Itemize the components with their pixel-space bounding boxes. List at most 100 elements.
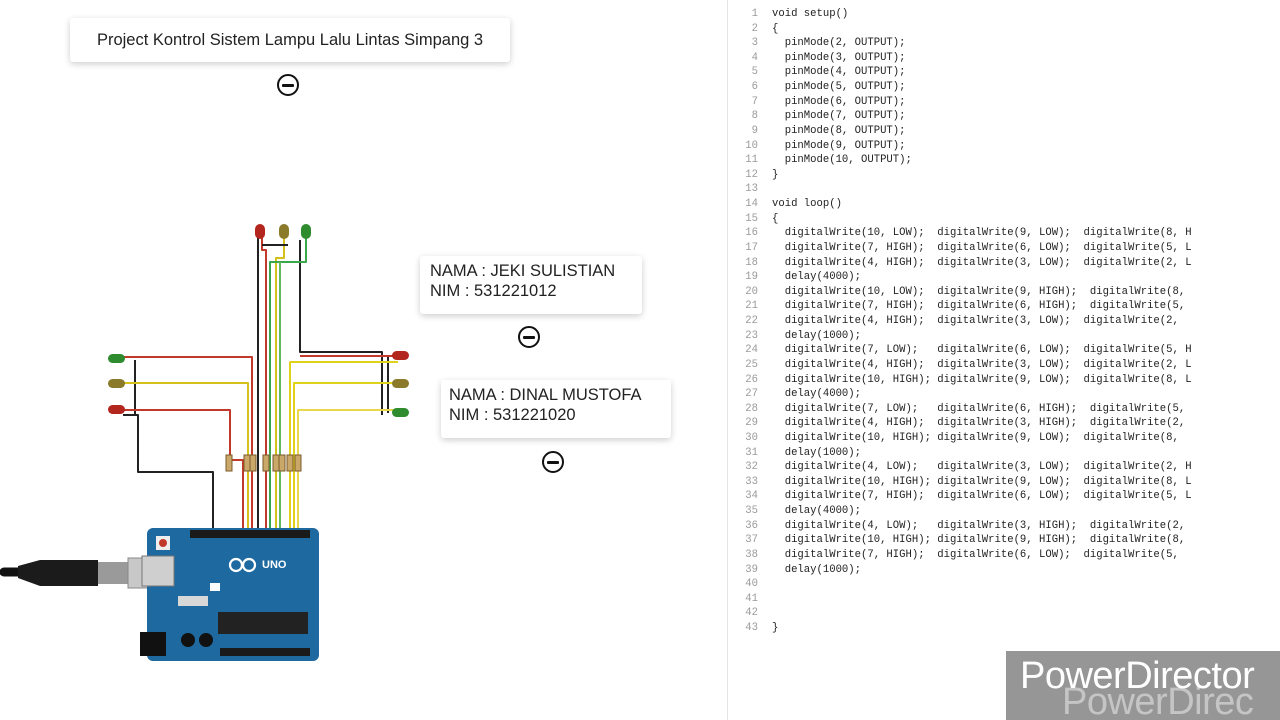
code-line[interactable]: 26 digitalWrite(10, HIGH); digitalWrite(… [728, 374, 1280, 389]
code-line[interactable]: 17 digitalWrite(7, HIGH); digitalWrite(6… [728, 242, 1280, 257]
line-number: 13 [745, 183, 758, 196]
title-note[interactable]: Project Kontrol Sistem Lampu Lalu Lintas… [70, 18, 510, 62]
code-line[interactable]: 36 digitalWrite(4, LOW); digitalWrite(3,… [728, 520, 1280, 535]
led-group-top [255, 224, 311, 239]
wire-yellow-left [123, 382, 249, 530]
code-line[interactable]: 24 digitalWrite(7, LOW); digitalWrite(6,… [728, 344, 1280, 359]
code-line[interactable]: 3 pinMode(2, OUTPUT); [728, 37, 1280, 52]
code-line[interactable]: 30 digitalWrite(10, HIGH); digitalWrite(… [728, 432, 1280, 447]
code-line[interactable]: 19 delay(4000); [728, 271, 1280, 286]
code-line[interactable]: 25 digitalWrite(4, HIGH); digitalWrite(3… [728, 359, 1280, 374]
led-red-right [392, 351, 409, 360]
code-text: digitalWrite(4, HIGH); digitalWrite(3, H… [772, 417, 1186, 430]
circuit-diagram [0, 224, 409, 661]
code-line[interactable]: 22 digitalWrite(4, HIGH); digitalWrite(3… [728, 315, 1280, 330]
line-number: 7 [751, 95, 758, 108]
student-note-1[interactable]: NAMA : JEKI SULISTIAN NIM : 531221012 [420, 256, 642, 314]
code-text: pinMode(9, OUTPUT); [772, 139, 906, 152]
code-text: } [772, 168, 779, 181]
led-red-left [108, 405, 125, 414]
code-line[interactable]: 8 pinMode(7, OUTPUT); [728, 110, 1280, 125]
code-line[interactable]: 31 delay(1000); [728, 447, 1280, 462]
code-line[interactable]: 9 pinMode(8, OUTPUT); [728, 125, 1280, 140]
line-number: 42 [745, 607, 758, 620]
code-text: digitalWrite(10, LOW); digitalWrite(9, L… [772, 227, 1192, 240]
code-line[interactable]: 23 delay(1000); [728, 330, 1280, 345]
code-line[interactable]: 15{ [728, 213, 1280, 228]
code-line[interactable]: 29 digitalWrite(4, HIGH); digitalWrite(3… [728, 417, 1280, 432]
code-line[interactable]: 14 void loop() [728, 198, 1280, 213]
student-name: NAMA : DINAL MUSTOFA [449, 386, 642, 404]
line-number: 32 [745, 461, 758, 474]
code-text: delay(1000); [772, 446, 862, 459]
code-line[interactable]: 20 digitalWrite(10, LOW); digitalWrite(9… [728, 286, 1280, 301]
line-number: 33 [745, 475, 758, 488]
code-line[interactable]: 6 pinMode(5, OUTPUT); [728, 81, 1280, 96]
line-number: 14 [745, 198, 758, 211]
watermark-shadow: PowerDirec [1062, 681, 1254, 720]
code-line[interactable]: 28 digitalWrite(7, LOW); digitalWrite(6,… [728, 403, 1280, 418]
line-number: 2 [751, 22, 758, 35]
code-text: digitalWrite(10, HIGH); digitalWrite(9, … [772, 475, 1192, 488]
line-number: 8 [751, 110, 758, 123]
code-line[interactable]: 37 digitalWrite(10, HIGH); digitalWrite(… [728, 534, 1280, 549]
minus-circle-icon[interactable] [518, 326, 540, 348]
code-text: digitalWrite(10, LOW); digitalWrite(9, H… [772, 285, 1186, 298]
line-number: 4 [751, 51, 758, 64]
led-group-left [108, 354, 125, 414]
line-number: 40 [745, 578, 758, 591]
minus-circle-icon[interactable] [542, 451, 564, 473]
code-line[interactable]: 43} [728, 622, 1280, 637]
line-number: 30 [745, 431, 758, 444]
code-line[interactable]: 10 pinMode(9, OUTPUT); [728, 140, 1280, 155]
code-line[interactable]: 35 delay(4000); [728, 505, 1280, 520]
code-line[interactable]: 32 digitalWrite(4, LOW); digitalWrite(3,… [728, 461, 1280, 476]
code-text: digitalWrite(7, HIGH); digitalWrite(6, L… [772, 490, 1192, 503]
resistor [286, 454, 294, 472]
circuit-canvas[interactable]: UNO Project Kontrol Sistem Lampu Lalu Li… [0, 0, 727, 720]
code-line[interactable]: 11 pinMode(10, OUTPUT); [728, 154, 1280, 169]
code-line[interactable]: 2{ [728, 23, 1280, 38]
line-number: 11 [745, 154, 758, 167]
code-text: delay(1000); [772, 563, 862, 576]
board-label: UNO [262, 559, 287, 571]
code-line[interactable]: 21 digitalWrite(7, HIGH); digitalWrite(6… [728, 300, 1280, 315]
code-text: digitalWrite(7, LOW); digitalWrite(6, LO… [772, 344, 1192, 357]
line-number: 5 [751, 66, 758, 79]
watermark: PowerDirec PowerDirector [1006, 651, 1280, 720]
wire-yellow-right-1 [293, 382, 398, 530]
student-note-2[interactable]: NAMA : DINAL MUSTOFA NIM : 531221020 [441, 380, 671, 438]
pane-divider[interactable] [727, 0, 728, 720]
minus-circle-icon[interactable] [277, 74, 299, 96]
code-line[interactable]: 18 digitalWrite(4, HIGH); digitalWrite(3… [728, 257, 1280, 272]
resistor [278, 454, 286, 472]
code-line[interactable]: 4 pinMode(3, OUTPUT); [728, 52, 1280, 67]
code-line[interactable]: 39 delay(1000); [728, 564, 1280, 579]
code-line[interactable]: 41 [728, 593, 1280, 608]
code-line[interactable]: 13 [728, 183, 1280, 198]
code-text: pinMode(8, OUTPUT); [772, 124, 906, 137]
code-text: } [772, 622, 779, 635]
resistor [262, 454, 270, 472]
code-line[interactable]: 12} [728, 169, 1280, 184]
code-line[interactable]: 34 digitalWrite(7, HIGH); digitalWrite(6… [728, 490, 1280, 505]
code-line[interactable]: 16 digitalWrite(10, LOW); digitalWrite(9… [728, 227, 1280, 242]
code-text: pinMode(10, OUTPUT); [772, 154, 912, 167]
led-red-top [255, 224, 265, 239]
led-yellow-left [108, 379, 125, 388]
code-line[interactable]: 5 pinMode(4, OUTPUT); [728, 66, 1280, 81]
code-line[interactable]: 27 delay(4000); [728, 388, 1280, 403]
line-number: 38 [745, 548, 758, 561]
code-line[interactable]: 7 pinMode(6, OUTPUT); [728, 96, 1280, 111]
code-line[interactable]: 42 [728, 607, 1280, 622]
line-number: 21 [745, 300, 758, 313]
code-line[interactable]: 40 [728, 578, 1280, 593]
code-line[interactable]: 33 digitalWrite(10, HIGH); digitalWrite(… [728, 476, 1280, 491]
code-text: digitalWrite(7, LOW); digitalWrite(6, HI… [772, 402, 1186, 415]
led-yellow-top [279, 224, 289, 239]
code-line[interactable]: 38 digitalWrite(7, HIGH); digitalWrite(6… [728, 549, 1280, 564]
code-text: pinMode(3, OUTPUT); [772, 51, 906, 64]
code-text: void loop() [772, 198, 842, 211]
